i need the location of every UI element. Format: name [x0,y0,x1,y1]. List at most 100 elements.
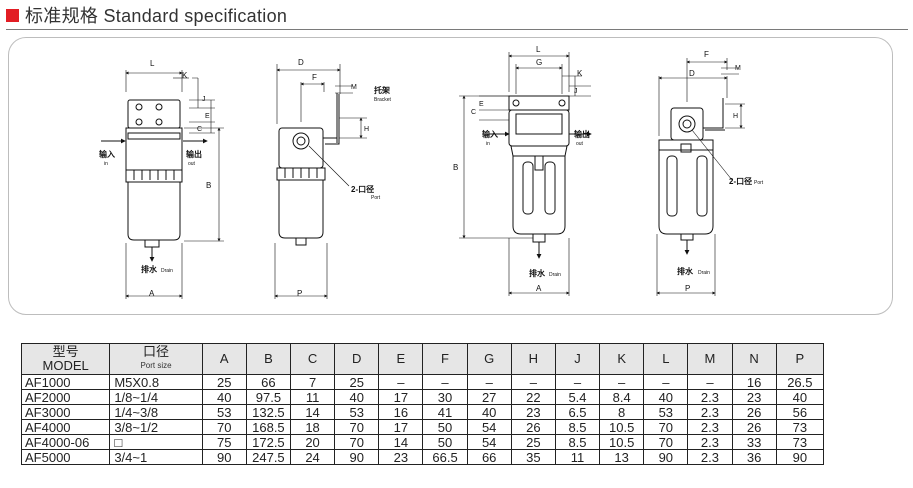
port-cell: 3/4~1 [109,449,203,465]
value-cell: 6.5 [554,404,601,420]
header-col: E [378,343,424,375]
value-cell: 2.3 [687,449,733,465]
value-cell: 90 [201,449,247,465]
value-cell: 17 [378,419,424,435]
header-port-en: Port size [140,361,172,370]
value-cell: – [378,374,424,390]
header-col: F [422,343,468,375]
header-col: J [554,343,601,375]
port-en: Port [371,195,381,201]
model-cell: AF2000 [20,389,111,405]
port-cell: □ [109,434,203,450]
value-cell: 35 [510,449,556,465]
header-col: C [289,343,336,375]
value-cell: 90 [775,449,825,465]
value-cell: 25 [201,374,247,390]
value-cell: 73 [775,434,825,450]
dim-H-label: H [364,126,369,133]
value-cell: 90 [643,449,689,465]
value-cell: 168.5 [245,419,291,435]
port-label: 2-口径 [351,184,374,194]
value-cell: 16 [731,374,777,390]
value-cell: 16 [378,404,424,420]
figure-side-bracket [274,64,367,299]
dim-C-label-2: C [471,109,476,116]
outlet-label: 输出 [186,149,202,159]
value-cell: 26.5 [775,374,825,390]
table-header-row: 型号 MODEL 口径 Port size A B C D E F G H J … [20,343,825,375]
value-cell: 10.5 [599,419,645,435]
bracket-label: 托架 [374,85,390,95]
value-cell: 14 [378,434,424,450]
value-cell: 41 [422,404,468,420]
spec-table: 型号 MODEL 口径 Port size A B C D E F G H J … [20,343,825,465]
value-cell: 26 [731,404,777,420]
value-cell: 247.5 [245,449,291,465]
figure-front-bracket [101,70,224,299]
dim-F-label-2: F [704,50,709,59]
header-model-en: MODEL [42,358,89,373]
value-cell: – [643,374,689,390]
value-cell: 14 [289,404,336,420]
port-label-2: 2-口径 [729,176,752,186]
value-cell: – [599,374,645,390]
drain-label-3: 排水 [677,266,694,276]
section-header: 标准规格 Standard specification [6,4,287,26]
header-model-cn: 型号 [52,344,79,359]
value-cell: 2.3 [687,419,733,435]
dim-A-label-2: A [536,284,542,293]
value-cell: 7 [289,374,336,390]
value-cell: 11 [289,389,336,405]
value-cell: 70 [643,434,689,450]
outlet-label-2: 输出 [574,129,590,139]
value-cell: 20 [289,434,336,450]
value-cell: 70 [643,419,689,435]
value-cell: 75 [201,434,247,450]
header-col: A [201,343,247,375]
value-cell: – [422,374,468,390]
value-cell: 54 [466,434,512,450]
value-cell: 23 [510,404,556,420]
red-square-icon [6,8,19,22]
dimension-drawings: L K J E C B A 输入 in 输出 out 排水 Drain D [99,45,764,299]
model-cell: AF3000 [20,404,111,420]
port-en-2: Port [754,180,764,186]
value-cell: 36 [731,449,777,465]
value-cell: 53 [334,404,380,420]
value-cell: 22 [510,389,556,405]
header-col: L [643,343,689,375]
value-cell: 40 [334,389,380,405]
value-cell: – [466,374,512,390]
value-cell: 30 [422,389,468,405]
value-cell: 8 [599,404,645,420]
value-cell: 54 [466,419,512,435]
value-cell: 8.4 [599,389,645,405]
outlet-en-2: out [576,141,584,147]
value-cell: 2.3 [687,404,733,420]
dim-K-label: K [182,71,188,80]
bracket-en: Bracket [374,97,392,103]
inlet-label-2: 输入 [482,129,498,139]
inlet-en-2: in [486,141,490,147]
model-cell: AF1000 [20,374,111,390]
header-col: H [510,343,556,375]
value-cell: 11 [554,449,601,465]
dim-H-label-2: H [733,113,738,120]
value-cell: 8.5 [554,434,601,450]
dim-D-label: D [298,58,304,67]
value-cell: 40 [643,389,689,405]
section-title: 标准规格 Standard specification [25,6,288,26]
value-cell: 18 [289,419,336,435]
header-port-cn: 口径 [142,344,169,359]
value-cell: 10.5 [599,434,645,450]
dim-E-label: E [205,113,210,120]
value-cell: 33 [731,434,777,450]
dim-A-label: A [149,289,155,298]
model-cell: AF4000 [20,419,111,435]
value-cell: 8.5 [554,419,601,435]
